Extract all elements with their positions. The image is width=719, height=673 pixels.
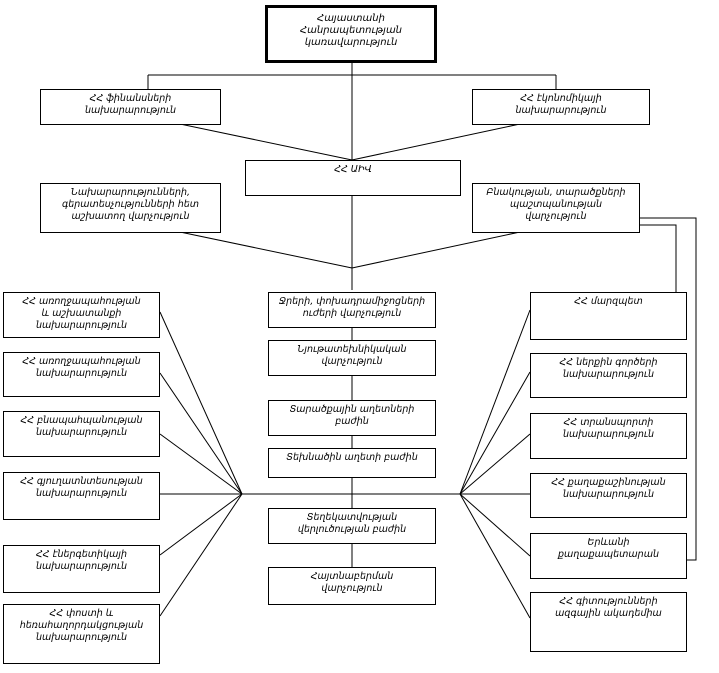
aiv-box: ՀՀ ԱԻՎ <box>245 160 461 196</box>
left-ministry-box-2: ՀՀ առողջապահության նախարարություն <box>3 352 160 397</box>
connector <box>159 493 243 617</box>
center-dept-box-3: Տարածքային աղետների բաժին <box>268 400 436 436</box>
connector <box>459 493 531 619</box>
right-box-6: ՀՀ գիտությունների ազգային ակադեմիա <box>530 592 687 652</box>
connector <box>159 433 243 495</box>
left-ministry-box-3: ՀՀ բնապահպանության նախարարություն <box>3 411 160 457</box>
connector <box>179 123 353 161</box>
center-dept-box-2: Նյութատեխնիկական վարչություն <box>268 340 436 376</box>
connector <box>459 493 531 557</box>
connector <box>351 231 521 269</box>
connector <box>459 433 531 495</box>
territory-protection-dept-box: Բնակության, տարածքների պաշտպանության վար… <box>472 183 640 233</box>
center-dept-box-1: Ջրերի, փոխադրամիջոցների ուժերի վարչությո… <box>268 292 436 328</box>
left-ministry-box-5: ՀՀ էներգետիկայի նախարարություն <box>3 545 160 593</box>
right-box-4: ՀՀ քաղաքաշինության նախարարություն <box>530 473 687 518</box>
connector <box>159 311 243 495</box>
right-box-3: ՀՀ տրանսպորտի նախարարություն <box>530 413 687 459</box>
connector <box>640 217 697 561</box>
finance-ministry-box: ՀՀ ֆինանսների նախարարություն <box>40 89 221 125</box>
center-dept-box-5: Տեղեկատվության վերլուծության բաժին <box>268 508 436 544</box>
ministries-liaison-dept-box: Նախարարությունների, գերատեսչությունների … <box>40 183 221 233</box>
connector <box>459 371 531 495</box>
connector <box>179 231 353 269</box>
left-ministry-box-4: ՀՀ գյուղատնտեսության նախարարություն <box>3 472 160 520</box>
connector <box>459 309 531 495</box>
economy-ministry-box: ՀՀ էկոնոմիկայի նախարարություն <box>472 89 650 125</box>
government-box: Հայաստանի Հանրապետության կառավարություն <box>265 5 437 63</box>
right-box-2: ՀՀ ներքին գործերի նախարարություն <box>530 353 687 398</box>
right-box-5: Երևանի քաղաքապետարան <box>530 533 687 579</box>
center-dept-box-6: Հայտնաբերման վարչություն <box>268 567 436 605</box>
left-ministry-box-6: ՀՀ փոստի և հեռահաղորդակցության նախարարու… <box>3 604 160 664</box>
connector <box>351 123 521 161</box>
center-dept-box-4: Տեխնածին աղետի բաժին <box>268 448 436 478</box>
left-ministry-box-1: ՀՀ առողջապահության և աշխատանքի նախարարու… <box>3 292 160 338</box>
connector <box>159 493 243 556</box>
connector <box>159 372 243 495</box>
right-box-1: ՀՀ մարզպետ <box>530 292 687 340</box>
